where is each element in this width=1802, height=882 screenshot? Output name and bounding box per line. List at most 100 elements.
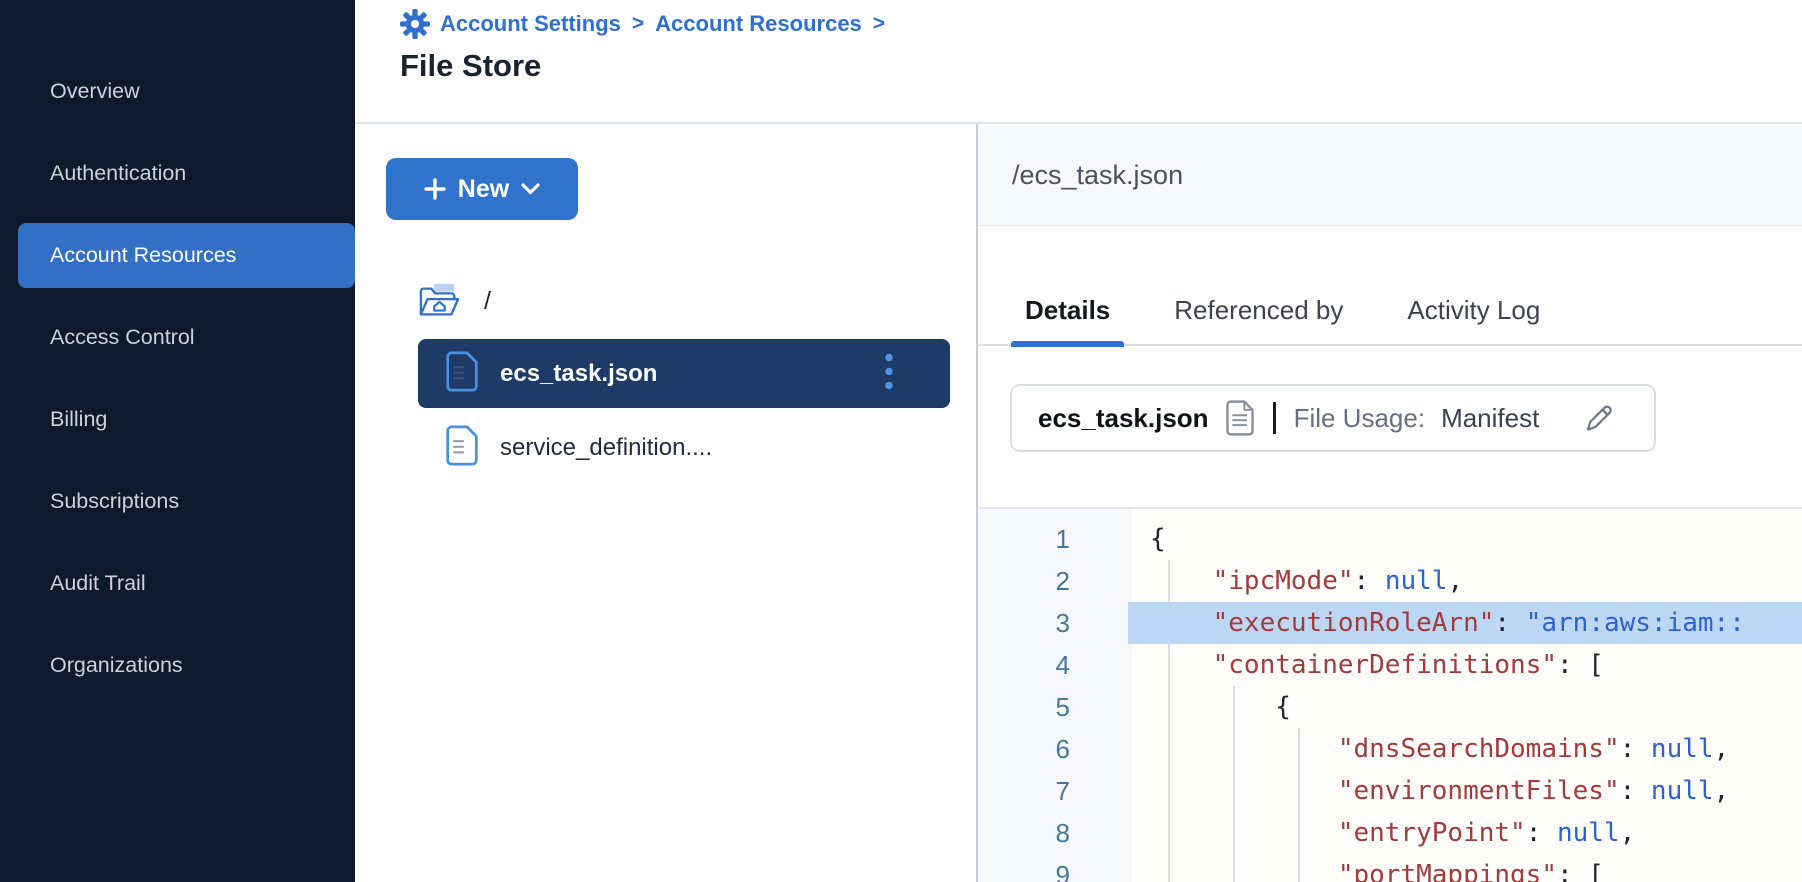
breadcrumb-separator: > xyxy=(631,12,645,35)
file-info-box: ecs_task.json File Usage: Manifest xyxy=(1010,384,1656,452)
indent-guide xyxy=(1168,560,1170,882)
code-segment xyxy=(1150,818,1338,848)
code-line: "environmentFiles": null, xyxy=(1128,770,1802,812)
tab[interactable]: Referenced by xyxy=(1160,275,1357,345)
code-segment xyxy=(1150,650,1213,680)
breadcrumb: Account Settings>Account Resources> xyxy=(400,9,886,39)
file-name: ecs_task.json xyxy=(500,359,658,387)
edit-pencil-icon[interactable] xyxy=(1581,401,1615,435)
code-segment xyxy=(1150,566,1213,596)
tab[interactable]: Activity Log xyxy=(1393,275,1554,345)
file-usage-value: Manifest xyxy=(1441,402,1540,433)
code-segment: : xyxy=(1494,608,1526,638)
code-segment: : xyxy=(1619,776,1651,806)
code-lines: { "ipcMode": null, "executionRoleArn": "… xyxy=(1128,518,1802,882)
sidebar-item[interactable]: Authentication xyxy=(0,141,355,206)
gear-icon xyxy=(400,9,430,39)
line-number: 6 xyxy=(1055,734,1070,764)
line-number: 5 xyxy=(1055,692,1070,722)
sidebar-item-label: Organizations xyxy=(50,653,183,677)
code-line: "entryPoint": null, xyxy=(1128,812,1802,854)
code-segment: : xyxy=(1353,566,1385,596)
code-segment: : xyxy=(1619,734,1651,764)
code-segment: "containerDefinitions" xyxy=(1212,650,1557,680)
page-title: File Store xyxy=(400,48,542,83)
code-segment: null xyxy=(1384,566,1448,596)
code-segment: { xyxy=(1150,524,1166,554)
new-button[interactable]: New xyxy=(386,158,578,220)
sidebar-item[interactable]: Organizations xyxy=(0,633,355,698)
code-line: { xyxy=(1128,518,1802,560)
code-segment: "ipcMode" xyxy=(1212,566,1354,596)
code-segment: , xyxy=(1447,566,1464,596)
sidebar-item[interactable]: Overview xyxy=(0,59,355,124)
sidebar-item[interactable]: Account Resources xyxy=(18,223,355,288)
breadcrumb-link[interactable]: Account Settings xyxy=(440,11,621,36)
code-line: "dnsSearchDomains": null, xyxy=(1128,728,1802,770)
file-doc-icon xyxy=(445,350,479,397)
code-segment xyxy=(1150,734,1338,764)
file-row[interactable]: ecs_task.json xyxy=(418,339,950,408)
code-segment: null xyxy=(1557,818,1620,848)
new-button-label: New xyxy=(457,174,510,203)
tab-label: Activity Log xyxy=(1407,294,1541,325)
sidebar-item-label: Billing xyxy=(50,407,108,431)
code-line: "containerDefinitions": [ xyxy=(1128,644,1802,686)
code-segment: null xyxy=(1650,734,1714,764)
line-number: 1 xyxy=(1055,524,1070,554)
chevron-down-icon xyxy=(521,183,540,195)
code-segment: : [ xyxy=(1557,650,1604,680)
code-segment: "environmentFiles" xyxy=(1337,776,1620,806)
kebab-menu-icon[interactable] xyxy=(884,352,894,395)
code-segment: : xyxy=(1525,818,1557,848)
file-detail-panel: /ecs_task.json Details Referenced by Act… xyxy=(978,124,1802,882)
sidebar-item[interactable]: Billing xyxy=(0,387,355,452)
tab-label: Referenced by xyxy=(1174,294,1344,325)
code-segment: "arn:aws:iam:: xyxy=(1525,608,1745,638)
sidebar-item[interactable]: Audit Trail xyxy=(0,551,355,616)
sidebar: Overview Authentication Account Resource… xyxy=(0,0,355,882)
file-path: /ecs_task.json xyxy=(1012,160,1184,190)
sidebar-item-label: Authentication xyxy=(50,161,187,185)
line-number: 3 xyxy=(1055,608,1070,638)
code-line: "portMappings": [ xyxy=(1128,854,1802,882)
file-doc-icon xyxy=(445,424,479,471)
file-info-name: ecs_task.json xyxy=(1038,402,1209,433)
tab[interactable]: Details xyxy=(1011,275,1125,347)
home-folder-icon xyxy=(418,282,460,320)
vertical-divider xyxy=(1272,402,1276,434)
sidebar-item-label: Subscriptions xyxy=(50,489,180,513)
file-name: service_definition.... xyxy=(500,433,713,461)
tab-label: Details xyxy=(1025,294,1111,325)
file-store-panel: New / xyxy=(355,124,976,882)
line-number: 2 xyxy=(1055,566,1070,596)
line-number: 7 xyxy=(1055,776,1070,806)
sidebar-item-label: Account Resources xyxy=(50,243,237,267)
code-segment: : [ xyxy=(1557,860,1604,882)
document-icon xyxy=(1225,400,1255,436)
line-number: 9 xyxy=(1055,860,1070,882)
indent-guide xyxy=(1233,686,1235,882)
sidebar-item-label: Overview xyxy=(50,79,140,103)
indent-guide xyxy=(1298,728,1300,882)
code-segment xyxy=(1150,608,1213,638)
line-number: 8 xyxy=(1055,818,1070,848)
code-segment: , xyxy=(1619,818,1636,848)
code-segment: { xyxy=(1150,692,1291,722)
file-path-header-band: /ecs_task.json xyxy=(978,126,1802,226)
code-segment: "dnsSearchDomains" xyxy=(1337,734,1620,764)
panel-divider xyxy=(976,124,978,882)
code-segment xyxy=(1150,776,1338,806)
root-folder-row[interactable]: / xyxy=(418,282,491,320)
sidebar-item[interactable]: Subscriptions xyxy=(0,469,355,534)
breadcrumb-link[interactable]: Account Resources xyxy=(655,11,862,36)
file-row[interactable]: service_definition.... xyxy=(418,413,950,482)
code-segment: , xyxy=(1713,734,1730,764)
sidebar-item[interactable]: Access Control xyxy=(0,305,355,370)
code-segment: "portMappings" xyxy=(1337,860,1557,882)
code-segment: null xyxy=(1650,776,1714,806)
